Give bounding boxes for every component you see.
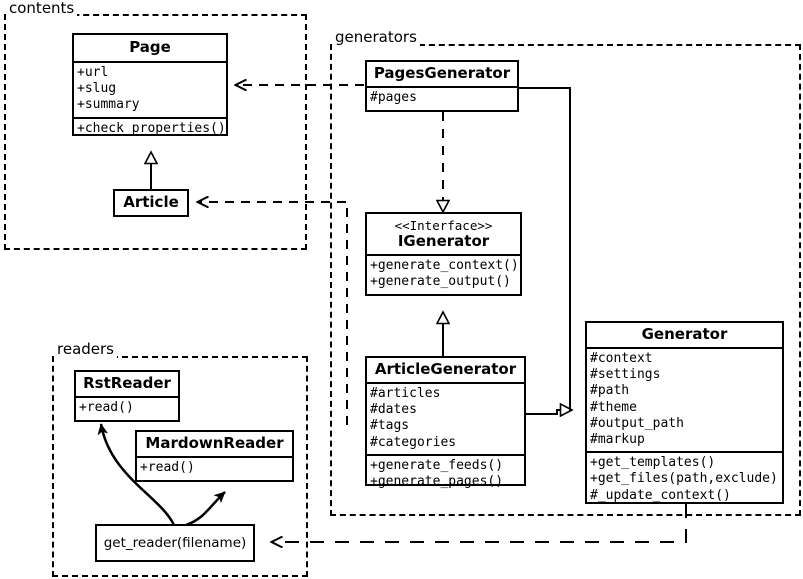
- attribute: #markup: [590, 432, 645, 448]
- class-article-generator-operations: +generate_feeds() +generate_pages(): [367, 456, 524, 493]
- operation: +get_templates(): [590, 455, 716, 471]
- operation: +generate_feeds(): [370, 457, 504, 473]
- function-get-reader-label: get_reader(filename): [103, 535, 247, 551]
- function-get-reader[interactable]: get_reader(filename): [95, 524, 255, 562]
- class-igenerator-name: IGenerator: [397, 232, 490, 250]
- package-contents-label: contents: [6, 0, 78, 17]
- operation: +read(): [79, 400, 134, 415]
- operation: +generate_context(): [370, 258, 519, 273]
- class-mardown-reader-operations: +read(): [137, 458, 292, 479]
- class-mardown-reader[interactable]: MardownReader +read(): [135, 430, 294, 482]
- class-article[interactable]: Article: [113, 189, 189, 217]
- divider: [367, 86, 517, 88]
- class-pages-generator-name: PagesGenerator: [373, 64, 511, 82]
- package-contents: [4, 14, 307, 250]
- divider: [367, 382, 524, 384]
- package-generators: [330, 44, 801, 516]
- class-pages-generator[interactable]: PagesGenerator #pages: [365, 60, 519, 112]
- operation: +check_properties(): [77, 120, 226, 136]
- divider: [367, 453, 524, 456]
- operation: #_update_context(): [590, 487, 731, 503]
- divider: [367, 254, 520, 256]
- operation: +get_files(path,exclude): [590, 471, 778, 487]
- class-article-generator[interactable]: ArticleGenerator #articles #dates #tags …: [365, 356, 526, 489]
- attribute: #dates: [370, 402, 417, 418]
- divider: [74, 61, 226, 63]
- operation: +generate_pages(): [370, 474, 504, 490]
- class-mardown-reader-name: MardownReader: [145, 434, 284, 452]
- divider: [587, 451, 782, 454]
- class-rst-reader[interactable]: RstReader +read(): [74, 370, 180, 422]
- class-igenerator-operations: +generate_context() +generate_output(): [367, 256, 520, 293]
- attribute: #context: [590, 351, 653, 366]
- class-generator-attributes: #context #settings #path #theme #output_…: [587, 349, 782, 451]
- operation: +generate_output(): [370, 274, 511, 290]
- class-page-name: Page: [129, 38, 171, 56]
- attribute: #theme: [590, 399, 637, 415]
- class-article-generator-attributes: #articles #dates #tags #categories: [367, 384, 524, 454]
- attribute: +slug: [77, 81, 117, 97]
- class-rst-reader-operations: +read(): [76, 398, 178, 419]
- attribute: #pages: [370, 90, 417, 105]
- class-page[interactable]: Page +url +slug +summary +check_properti…: [72, 33, 228, 136]
- class-page-attributes: +url +slug +summary: [74, 63, 226, 117]
- attribute: +summary: [77, 97, 140, 113]
- class-generator-name: Generator: [641, 325, 728, 343]
- package-readers-label: readers: [54, 341, 117, 358]
- class-pages-generator-attributes: #pages: [367, 88, 517, 109]
- package-generators-label: generators: [332, 29, 420, 46]
- divider: [587, 347, 782, 349]
- divider: [76, 396, 178, 398]
- package-readers: [52, 356, 308, 577]
- attribute: #path: [590, 383, 630, 399]
- class-rst-reader-name: RstReader: [83, 374, 171, 392]
- class-generator-operations: +get_templates() +get_files(path,exclude…: [587, 453, 782, 507]
- attribute: #categories: [370, 434, 457, 450]
- attribute: #articles: [370, 386, 441, 401]
- class-igenerator-stereotype: <<Interface>>: [394, 218, 493, 233]
- attribute: +url: [77, 65, 109, 80]
- class-article-name: Article: [123, 193, 179, 211]
- divider: [137, 456, 292, 458]
- class-page-operations: +check_properties(): [74, 119, 226, 140]
- attribute: #output_path: [590, 415, 684, 431]
- attribute: #settings: [590, 367, 661, 383]
- class-igenerator[interactable]: <<Interface>> IGenerator +generate_conte…: [365, 212, 522, 296]
- operation: +read(): [140, 460, 195, 475]
- class-generator[interactable]: Generator #context #settings #path #them…: [585, 321, 784, 504]
- class-article-generator-name: ArticleGenerator: [374, 360, 517, 378]
- attribute: #tags: [370, 418, 410, 434]
- divider: [74, 116, 226, 119]
